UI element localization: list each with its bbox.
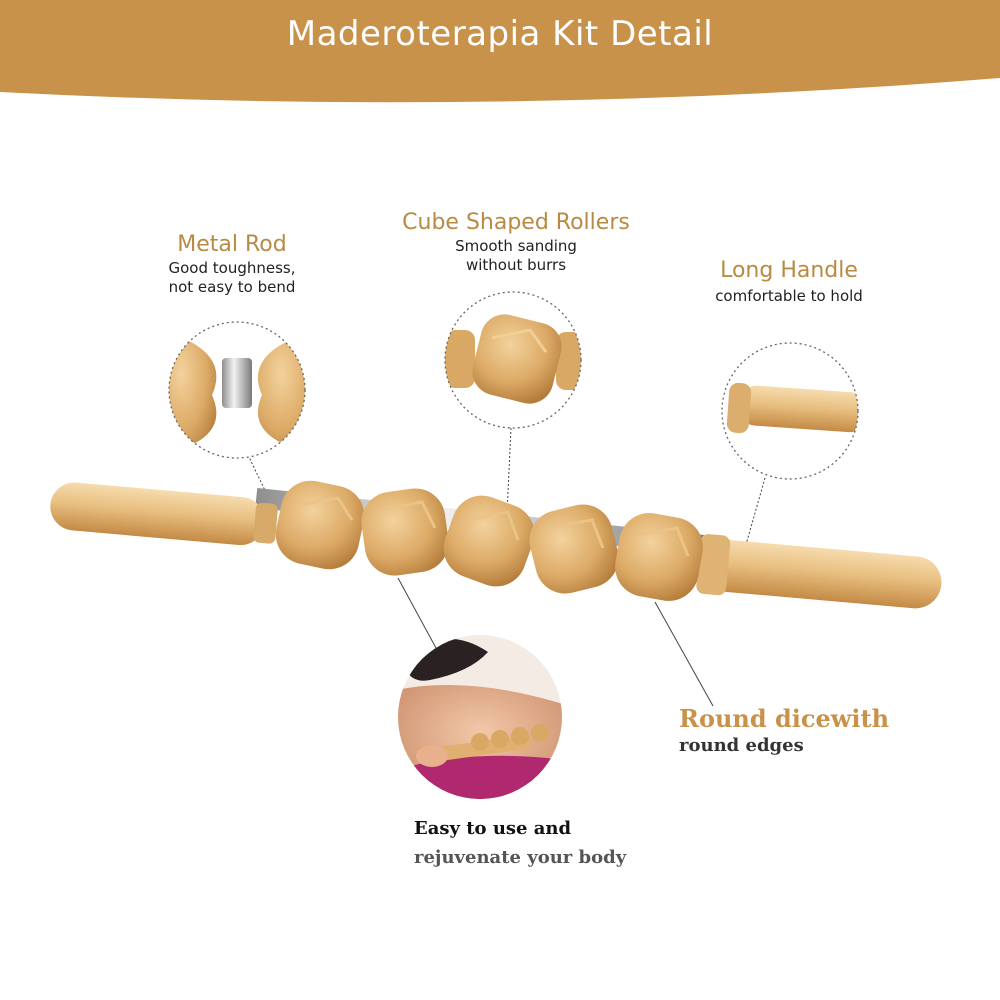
connector-usage-photo bbox=[397, 577, 437, 649]
cube-roller-zoom-icon bbox=[444, 291, 582, 429]
round-dice-line1: round edges bbox=[679, 735, 804, 756]
callout-easy-use: Easy to use and rejuvenate your body bbox=[414, 818, 714, 868]
connector-cube-rollers bbox=[506, 427, 512, 515]
massage-usage-photo-icon bbox=[398, 635, 562, 799]
connector-long-handle bbox=[744, 477, 766, 549]
cube-rollers-title: Cube Shaped Rollers bbox=[402, 210, 630, 235]
round-dice-title: Round dicewith bbox=[679, 704, 890, 733]
connector-metal-rod bbox=[247, 454, 273, 506]
callout-round-dice: Round dicewith round edges bbox=[679, 704, 959, 756]
easy-use-line2: rejuvenate your body bbox=[414, 847, 627, 868]
callout-cube-rollers: Cube Shaped Rollers Smooth sanding witho… bbox=[376, 210, 656, 275]
long-handle-line1: comfortable to hold bbox=[715, 287, 863, 305]
long-handle-title: Long Handle bbox=[720, 258, 858, 283]
wooden-massage-roller-icon bbox=[50, 480, 942, 609]
header-band bbox=[0, 0, 1000, 103]
metal-rod-line2: not easy to bend bbox=[168, 278, 296, 296]
cube-rollers-line2: without burrs bbox=[465, 256, 567, 274]
connector-round-dice bbox=[654, 601, 714, 707]
metal-rod-zoom-icon bbox=[168, 321, 306, 459]
callout-metal-rod: Metal Rod Good toughness, not easy to be… bbox=[132, 232, 332, 297]
callout-long-handle: Long Handle comfortable to hold bbox=[684, 258, 894, 306]
metal-rod-title: Metal Rod bbox=[177, 232, 287, 257]
page-title: Maderoterapia Kit Detail bbox=[286, 14, 714, 54]
metal-rod-line1: Good toughness, bbox=[168, 259, 296, 277]
cube-rollers-line1: Smooth sanding bbox=[455, 237, 577, 255]
easy-use-line1: Easy to use and bbox=[414, 818, 572, 839]
handle-zoom-icon bbox=[721, 342, 859, 480]
